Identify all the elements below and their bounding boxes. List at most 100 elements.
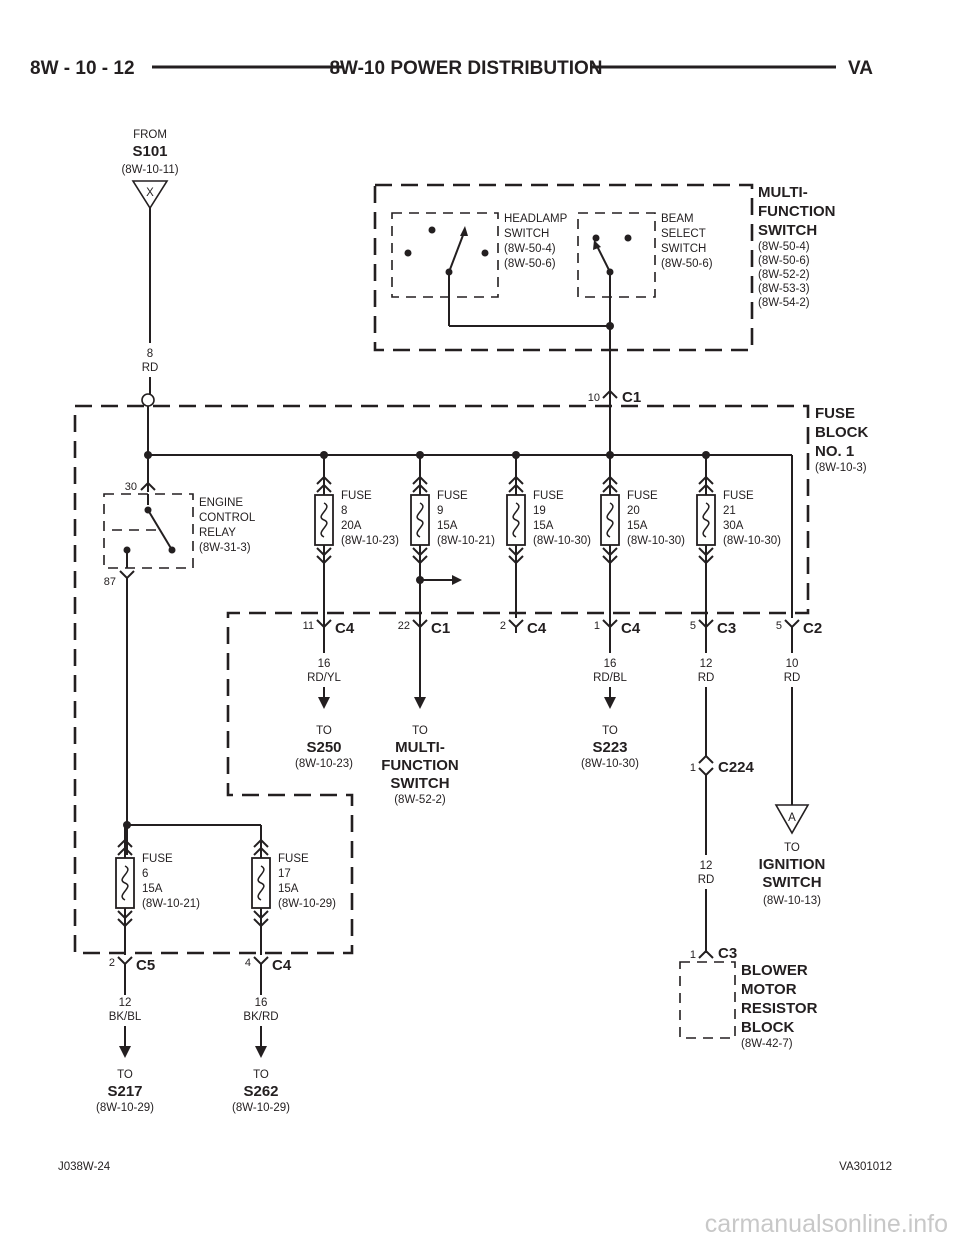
fuse-terminal-chevron [316,475,332,485]
connector-pin: 22 [398,620,410,632]
connector-pin: 11 [303,620,314,632]
blower-box [679,961,736,1039]
fuse-label-line: FUSE [627,490,658,502]
connector-name: C2 [803,620,822,637]
c224-label: C224 [718,759,755,776]
dest-mfs-name-3: SWITCH [390,775,449,792]
dest-s250-ref: (8W-10-23) [295,758,353,770]
wire-fuse20-gauge: 16 [604,658,617,670]
connector-name: C4 [272,957,292,974]
arrow-mfs [414,697,426,709]
footer-left-code: J038W-24 [58,1161,111,1173]
fuse-terminal-chevron [412,547,428,557]
dest-s223-name: S223 [592,739,627,756]
connector-pin: 5 [776,620,782,632]
fuse-label-line: 30A [723,520,744,532]
fuse-terminal-chevron [253,846,269,856]
fuse-label-line: FUSE [341,490,372,502]
dest-ign-to: TO [784,842,800,854]
fuse-terminal-chevron [316,547,332,557]
wire-c224-color: RD [698,874,715,886]
dest-s223-to: TO [602,725,618,737]
footer-right-code: VA301012 [839,1161,892,1173]
fuse-terminal-chevron [698,475,714,485]
mfs-c1-pin: 10 [588,392,600,404]
fuse-terminal-chevron [117,838,133,848]
fuse-label-line: FUSE [437,490,468,502]
relay-pin30-connector [140,481,156,491]
fuse-element [606,502,614,538]
beam-contact-1 [592,234,600,242]
beam-label-4: (8W-50-6) [661,258,713,270]
source-splice: S101 [132,143,167,160]
fuse-terminal-chevron [316,555,332,565]
watermark: carmanualsonline.info [705,1210,948,1238]
fuse-block-title-2: BLOCK [815,424,868,441]
headlamp-switch-box [391,212,499,298]
fuse-label-line: 15A [437,520,458,532]
relay-pin87: 87 [104,576,116,588]
page-number: 8W - 10 - 12 [30,58,135,79]
connector-c4: 4 C4 [245,956,292,974]
fuse-label-line: 15A [627,520,648,532]
arrow-s223 [604,697,616,709]
blower-c3-label: C3 [718,945,737,962]
wire-fuse17-color: BK/RD [243,1011,278,1023]
headlamp-label-2: SWITCH [504,228,549,240]
mfs-ref-2: (8W-50-6) [758,255,810,267]
dest-s262-name: S262 [243,1083,278,1100]
fuse-label-line: FUSE [723,490,754,502]
fuse-terminal-chevron [698,547,714,557]
headlamp-contact-1 [404,249,412,257]
relay-blade [147,509,173,551]
fuse-terminal-chevron [316,483,332,493]
headlamp-blade [448,229,466,273]
mfs-title-2: FUNCTION [758,203,836,220]
connector-name: C3 [717,620,736,637]
wire-fuse6-color: BK/BL [109,1011,142,1023]
fuse-terminal-chevron [253,918,269,928]
mfs-outline [373,183,754,352]
wire-fuse8-gauge: 16 [318,658,331,670]
blower-title-1: BLOWER [741,962,808,979]
fuse-layer: FUSE820A(8W-10-23)FUSE915A(8W-10-21)FUSE… [115,455,781,955]
multifunction-switch: MULTI- FUNCTION SWITCH (8W-50-4) (8W-50-… [373,183,836,455]
wire-fuse21-gauge: 12 [700,658,713,670]
source-s101: FROM S101 (8W-10-11) X 8 RD [121,129,179,455]
blower-c3-pin: 1 [690,949,696,961]
headlamp-contact-2 [428,226,436,234]
arrow-s262 [255,1046,267,1058]
mfs-splice-dot [606,322,614,330]
dest-s217-ref: (8W-10-29) [96,1102,154,1114]
dest-mfs-name-2: FUNCTION [381,757,459,774]
fuse-element [512,502,520,538]
relay-pin87-connector [119,570,135,580]
fuse-block-ref: (8W-10-3) [815,462,867,474]
fuse-label-line: 19 [533,505,546,517]
connector-pin: 4 [245,957,251,969]
fuse-label-line: 17 [278,868,291,880]
fuse-label-line: 15A [533,520,554,532]
wire-fuse17-gauge: 16 [255,997,268,1009]
fuse-label-line: 9 [437,505,443,517]
beam-switch-box [577,212,656,298]
fuse-label-line: (8W-10-29) [278,898,336,910]
blower-ref: (8W-42-7) [741,1038,793,1050]
fuse-label-line: (8W-10-21) [142,898,200,910]
fuse-block-title-3: NO. 1 [815,443,854,460]
page-title: 8W-10 POWER DISTRIBUTION [329,58,602,79]
fuse-terminal-chevron [508,555,524,565]
mfs-ref-5: (8W-54-2) [758,297,810,309]
fuse-terminal-chevron [602,547,618,557]
fuse-element [702,502,710,538]
beam-label-2: SELECT [661,228,706,240]
marker-x-letter: X [146,187,154,199]
